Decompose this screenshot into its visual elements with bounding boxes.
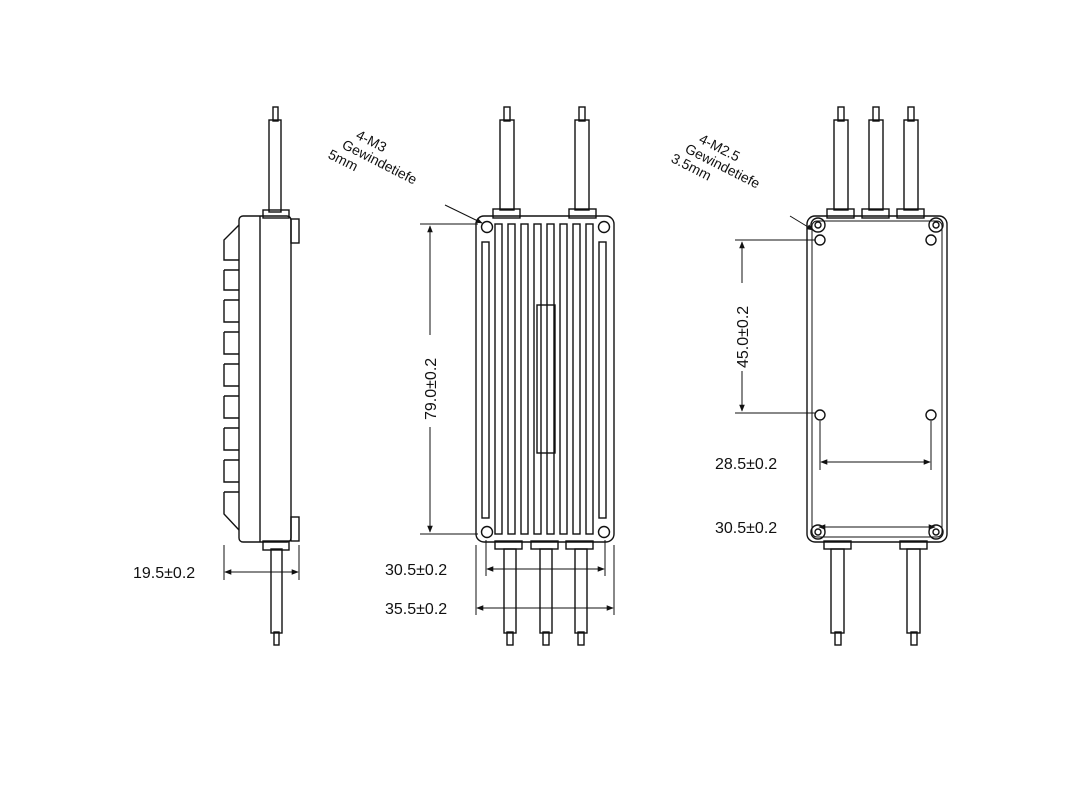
m3-leader <box>444 204 483 224</box>
side-cable-bottom <box>270 548 283 634</box>
heatsink-slot <box>533 223 542 535</box>
top-cable-2 <box>574 119 590 211</box>
bv-body <box>806 215 948 543</box>
top-cable-1 <box>499 119 515 211</box>
m25-hole-tl <box>810 217 826 233</box>
bv-corner-label: 30.5±0.2 <box>715 520 777 537</box>
heatsink-slot <box>494 223 503 535</box>
side-thickness-label: 19.5±0.2 <box>133 565 195 582</box>
heatsink-slot <box>546 223 555 535</box>
bv-vertical-label: 45.0±0.2 <box>735 306 752 368</box>
side-cable-top <box>268 119 282 213</box>
top-length-label: 79.0±0.2 <box>423 358 440 420</box>
m25-hole-note: 4-M2.5 Gewindetiefe 3.5mm <box>669 130 763 191</box>
heatsink-slot <box>520 223 529 535</box>
top-body <box>475 215 615 543</box>
bv-cable-3 <box>903 119 919 211</box>
side-view: 19.5±0.2 <box>133 106 300 646</box>
inner-hole-tl <box>814 234 826 246</box>
side-fins <box>223 224 240 531</box>
bottom-cable-1 <box>503 548 517 634</box>
bv-bottom-cable-2 <box>906 548 921 634</box>
side-body <box>238 215 292 543</box>
m3-hole-bl <box>480 525 494 539</box>
heatsink-slots <box>481 223 607 535</box>
inner-hole-tr <box>925 234 937 246</box>
inner-hole-ml <box>814 409 826 421</box>
bv-horizontal-label: 28.5±0.2 <box>715 456 777 473</box>
top-width-outer-label: 35.5±0.2 <box>385 601 447 618</box>
m25-hole-br <box>928 524 944 540</box>
heatsink-slot <box>507 223 516 535</box>
bv-cable-1 <box>833 119 849 211</box>
heatsink-slot <box>598 241 607 519</box>
top-width-inner-label: 30.5±0.2 <box>385 562 447 579</box>
bottom-view: 45.0±0.2 28.5±0.2 30.5±0.2 4-M2.5 Gewind… <box>669 106 948 646</box>
center-recess <box>536 304 556 454</box>
m25-hole-tr <box>928 217 944 233</box>
m25-leader <box>789 215 814 231</box>
heatsink-slot <box>481 241 490 519</box>
m3-hole-tr <box>597 220 611 234</box>
bottom-cable-3 <box>574 548 588 634</box>
top-view: 79.0±0.2 30.5±0.2 35.5±0.2 4-M3 Gewindet… <box>326 106 615 646</box>
m3-hole-br <box>597 525 611 539</box>
bv-cable-2 <box>868 119 884 211</box>
m3-hole-tl <box>480 220 494 234</box>
heatsink-slot <box>572 223 581 535</box>
m25-hole-bl <box>810 524 826 540</box>
bv-bottom-cable-1 <box>830 548 845 634</box>
heatsink-slot <box>559 223 568 535</box>
inner-hole-mr <box>925 409 937 421</box>
bottom-cable-2 <box>539 548 553 634</box>
heatsink-slot <box>585 223 594 535</box>
m3-hole-note: 4-M3 Gewindetiefe 5mm <box>326 126 420 187</box>
